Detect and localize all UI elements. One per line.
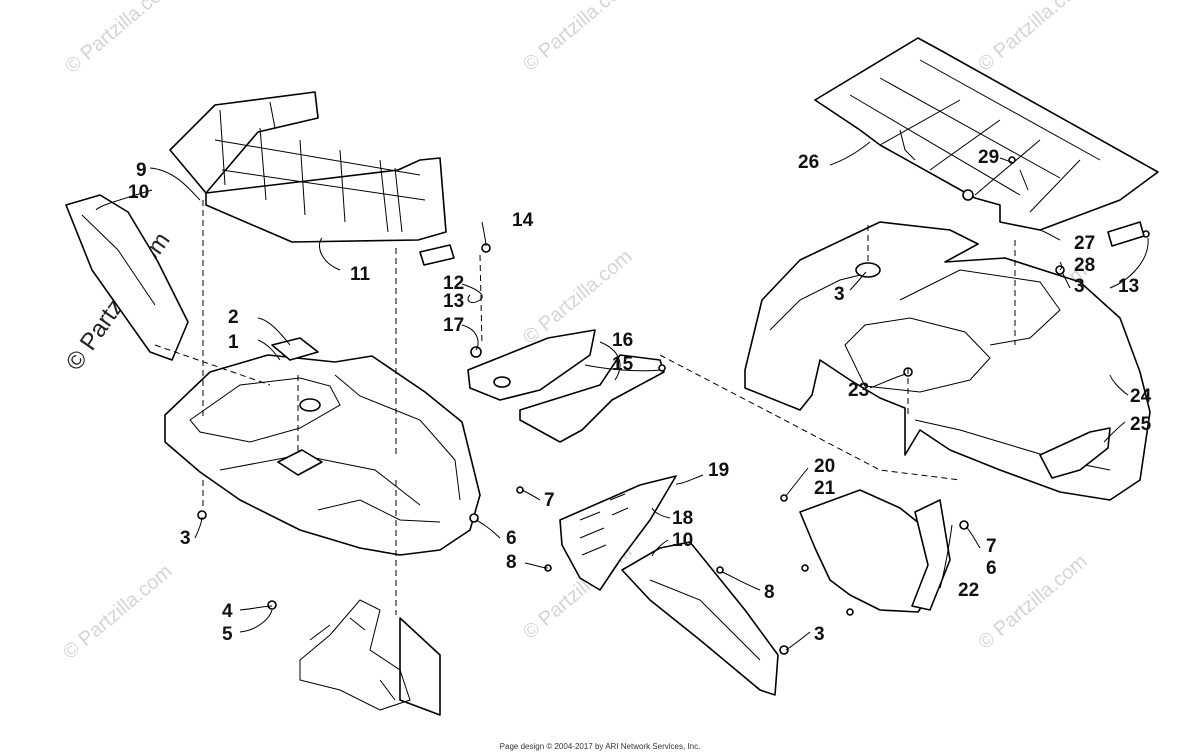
callout-12: 12 [443, 273, 464, 294]
callout-29: 29 [978, 147, 999, 168]
callout-2: 2 [228, 307, 239, 328]
callout-3-center: 3 [814, 624, 825, 645]
callout-20: 20 [814, 456, 835, 477]
callout-22: 22 [958, 580, 979, 601]
callout-8-center: 8 [764, 582, 775, 603]
callout-14: 14 [512, 210, 534, 231]
callout-10-center: 10 [672, 530, 693, 551]
callout-17: 17 [443, 315, 464, 336]
callout-16: 16 [612, 330, 633, 351]
callout-19: 19 [708, 460, 729, 481]
callout-6-right: 6 [986, 558, 997, 579]
callout-5: 5 [222, 624, 233, 645]
leader-lines [95, 141, 1149, 651]
callout-13-left: 13 [443, 291, 464, 312]
callout-9: 9 [136, 160, 147, 181]
callouts: 9 10 11 14 12 13 17 2 1 16 15 3 7 6 8 4 … [128, 147, 1152, 645]
front-fender [164, 337, 481, 556]
callout-3-right: 3 [834, 284, 845, 305]
callout-11: 11 [350, 264, 371, 285]
frame-bracket [299, 599, 441, 716]
callout-13-right: 13 [1118, 276, 1139, 297]
center-panel-18 [559, 475, 677, 591]
callout-18: 18 [672, 508, 693, 529]
callout-23: 23 [848, 380, 869, 401]
callout-28: 28 [1074, 255, 1095, 276]
callout-24: 24 [1130, 386, 1152, 407]
callout-8-left: 8 [506, 552, 517, 573]
watermark: © Partzilla.com [974, 0, 1091, 76]
callout-7-center: 7 [544, 490, 555, 511]
fasteners [197, 156, 1150, 655]
center-panel-10 [621, 541, 779, 696]
assembly-lines [154, 200, 1016, 615]
watermark: © Partzilla.com [519, 0, 636, 76]
callout-1: 1 [228, 332, 239, 353]
callout-10-left: 10 [128, 182, 149, 203]
callout-3-right-upper: 3 [1074, 276, 1085, 297]
side-cover-15 [467, 329, 665, 443]
callout-3-left: 3 [180, 528, 191, 549]
watermark: © Partzilla.com [59, 560, 176, 663]
callout-21: 21 [814, 478, 836, 499]
rear-rack [814, 37, 1159, 231]
callout-25: 25 [1130, 414, 1152, 435]
side-panel-left [65, 194, 189, 361]
callout-27: 27 [1074, 233, 1095, 254]
watermark: © Partzilla.com [61, 0, 178, 78]
rear-side-panel-22 [799, 489, 951, 613]
callout-4: 4 [222, 601, 233, 622]
callout-15: 15 [612, 354, 634, 375]
callout-7-right: 7 [986, 536, 997, 557]
front-rack [169, 91, 447, 243]
rear-mudflap-25 [1039, 427, 1111, 479]
callout-26: 26 [798, 152, 819, 173]
callout-6-center: 6 [506, 528, 517, 549]
rear-fender [744, 221, 1151, 501]
footer-copyright: Page design © 2004-2017 by ARI Network S… [499, 742, 701, 751]
